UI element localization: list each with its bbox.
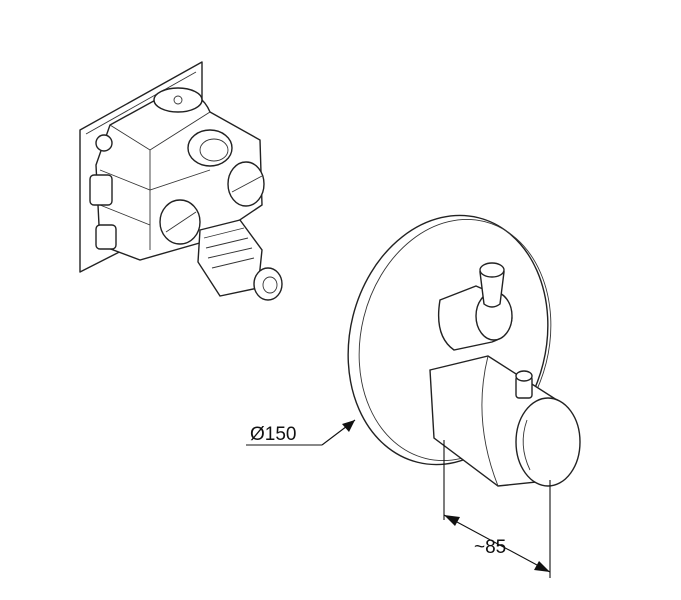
- diameter-label: Ø150: [250, 424, 296, 445]
- diameter-dimension: Ø150: [246, 419, 356, 446]
- depth-label: ~85: [474, 537, 506, 558]
- concealed-valve-body: [79, 61, 283, 301]
- diverter-knob: [437, 262, 513, 351]
- thermostat-handle: [429, 355, 581, 487]
- trim-set: [347, 214, 581, 487]
- depth-dimension: ~85: [443, 440, 551, 578]
